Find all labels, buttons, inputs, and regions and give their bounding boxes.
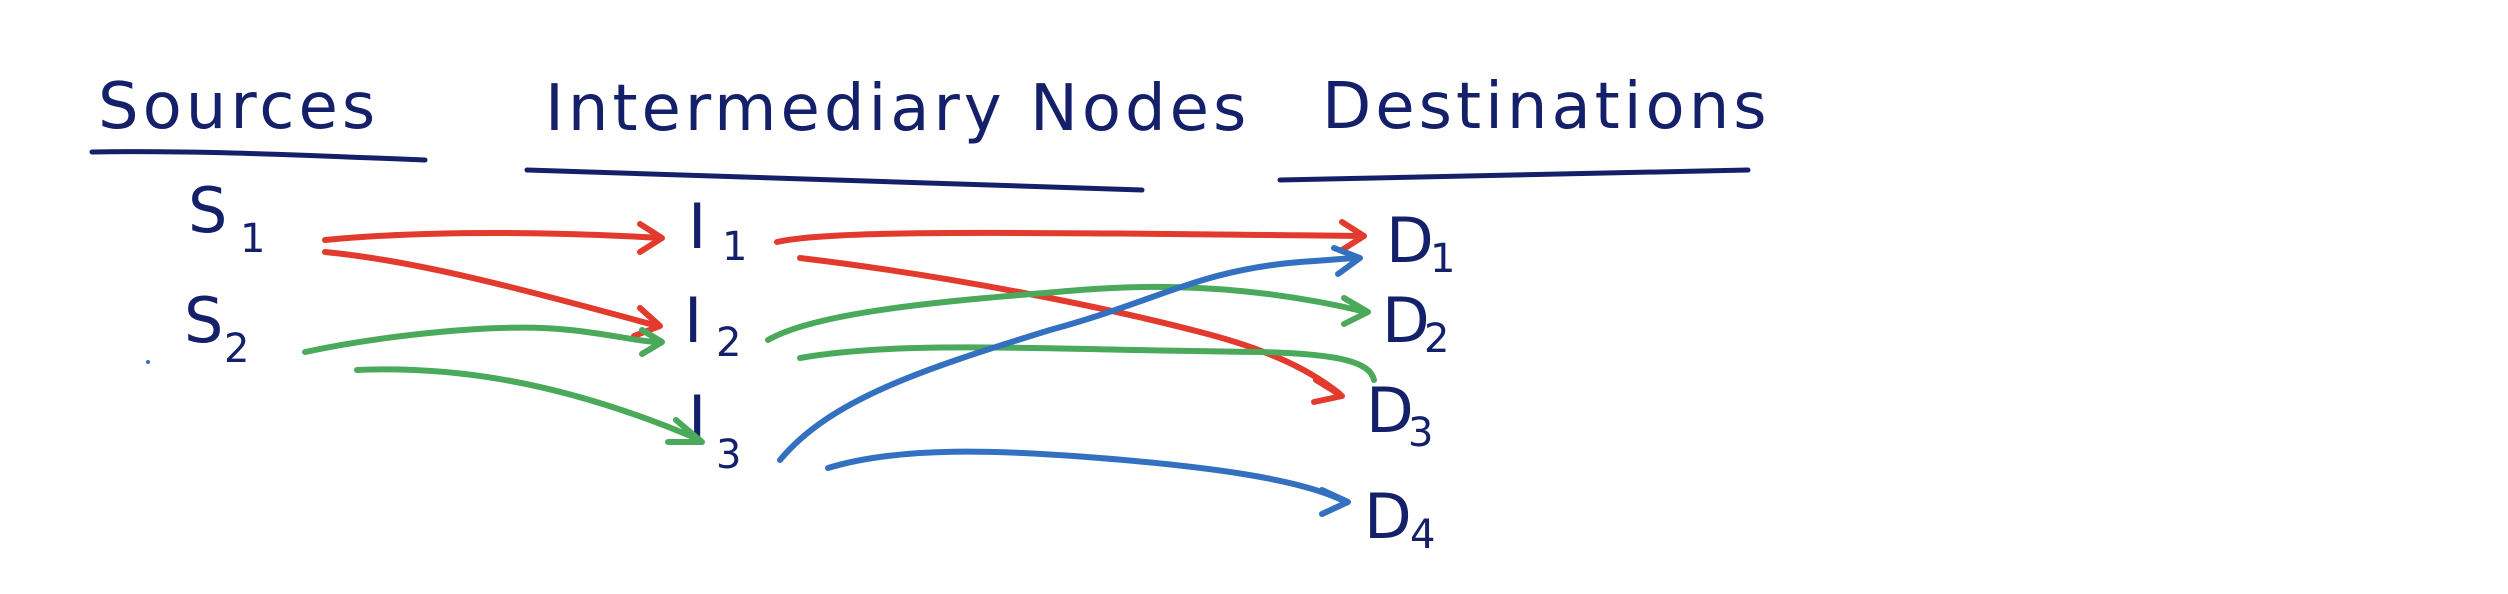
underline-intermediary xyxy=(524,167,1145,193)
flow-i3-d4 xyxy=(825,448,1351,517)
heading-sources: Sources xyxy=(98,70,379,144)
svg-text:D: D xyxy=(1366,374,1414,447)
svg-text:2: 2 xyxy=(1424,316,1449,362)
node-s1: S 1 xyxy=(188,174,265,262)
svg-text:I: I xyxy=(684,284,702,357)
svg-text:D: D xyxy=(1364,480,1412,553)
flow-i1-d1 xyxy=(774,219,1367,253)
svg-text:4: 4 xyxy=(1410,512,1435,558)
flow-i1-d3 xyxy=(797,255,1345,405)
svg-text:S: S xyxy=(184,284,223,357)
node-d2: D 2 xyxy=(1382,284,1449,362)
node-s2: S 2 xyxy=(184,284,249,372)
flow-s2-i2 xyxy=(302,324,665,357)
node-i1: I 1 xyxy=(688,190,747,270)
node-d4: D 4 xyxy=(1364,480,1435,558)
svg-text:2: 2 xyxy=(716,320,741,366)
node-d1: D 1 xyxy=(1386,204,1455,282)
flow-s2-i3 xyxy=(354,366,705,445)
svg-text:1: 1 xyxy=(1430,236,1455,282)
svg-text:1: 1 xyxy=(240,216,265,262)
heading-destinations: Destinations xyxy=(1322,70,1771,144)
svg-text:3: 3 xyxy=(716,432,741,478)
svg-text:2: 2 xyxy=(224,326,249,372)
flow-i2-d3 xyxy=(797,344,1377,383)
flow-i2-d2 xyxy=(765,283,1371,343)
flow-i3-d1 xyxy=(777,245,1363,463)
svg-text:I: I xyxy=(688,190,706,263)
flow-s1-i2 xyxy=(322,249,663,339)
svg-text:1: 1 xyxy=(722,224,747,270)
underline-destinations xyxy=(1277,167,1751,183)
flow-arrows xyxy=(302,219,1377,517)
svg-text:S: S xyxy=(188,174,227,247)
svg-text:D: D xyxy=(1386,204,1434,277)
underline-sources xyxy=(89,149,428,163)
flow-s1-i1 xyxy=(322,221,665,255)
stray-dot xyxy=(146,360,150,364)
svg-text:D: D xyxy=(1382,284,1430,357)
heading-intermediary: Intermediary Nodes xyxy=(545,72,1250,146)
node-i3: I 3 xyxy=(688,382,741,478)
svg-text:3: 3 xyxy=(1408,410,1433,456)
node-d3: D 3 xyxy=(1366,374,1433,456)
node-i2: I 2 xyxy=(684,284,741,366)
